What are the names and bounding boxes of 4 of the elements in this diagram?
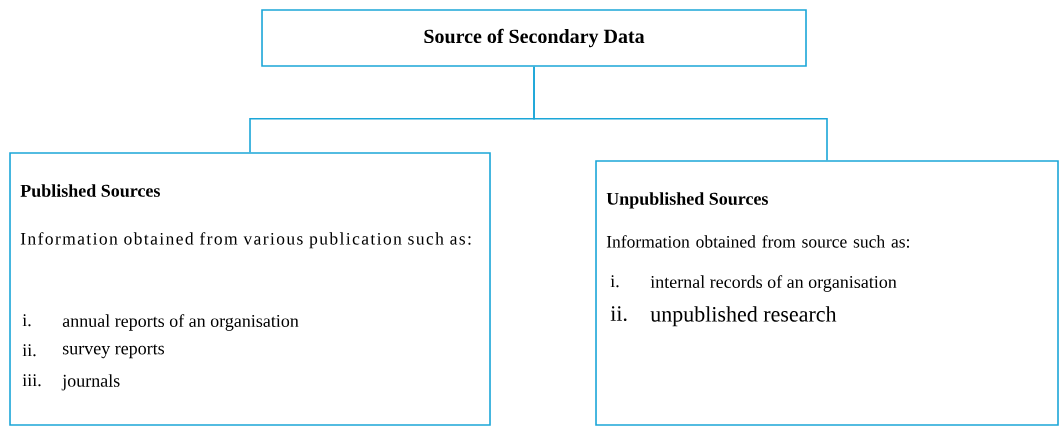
source-box: Unpublished Sources Information obtained from source such as: i. internal records of an organisation ii. unpublished research: [595, 160, 1059, 426]
source-box: Published Sources Information obtained from various publication such as: i. annual reports of an organisation ii. survey reports iii. journals: [9, 152, 491, 426]
connector-line: [533, 66, 828, 161]
title-box: Source of Secondary Data: [261, 9, 807, 67]
